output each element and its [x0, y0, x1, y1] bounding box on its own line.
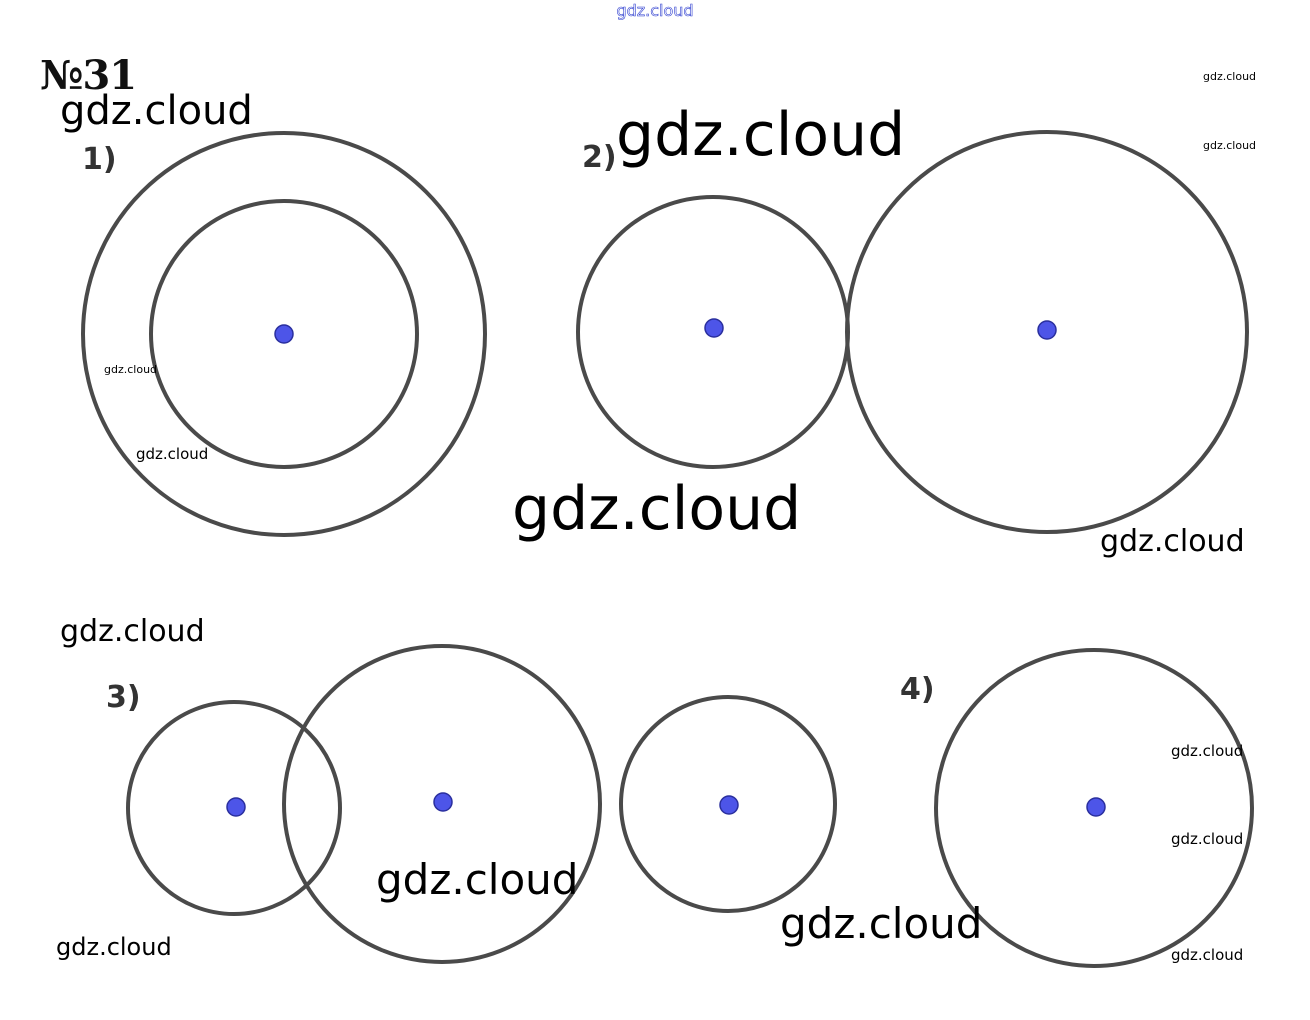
part2-small-center-point — [704, 318, 724, 338]
watermark: gdz.cloud — [376, 855, 579, 904]
part-label-2: 2) — [582, 140, 617, 175]
part3-large-center-point — [433, 792, 453, 812]
part4-small-center-point — [719, 795, 739, 815]
part3-small-circle — [126, 700, 342, 916]
watermark: gdz.cloud — [1203, 70, 1257, 83]
watermark: gdz.cloud — [616, 100, 906, 170]
watermark: gdz.cloud — [136, 445, 209, 463]
watermark: gdz.cloud — [1171, 742, 1244, 760]
watermark: gdz.cloud — [780, 899, 983, 948]
part4-small-circle — [619, 695, 837, 913]
watermark: gdz.cloud — [1171, 830, 1244, 848]
part1-inner-circle — [149, 199, 419, 469]
watermark: gdz.cloud — [60, 614, 205, 649]
watermark: gdz.cloud — [60, 88, 253, 134]
problem-number: №31 — [40, 52, 137, 99]
part4-large-circle — [934, 648, 1254, 968]
watermark: gdz.cloud — [1203, 139, 1257, 152]
part-label-4: 4) — [900, 672, 935, 707]
part1-outer-circle — [81, 131, 487, 537]
part3-large-circle — [282, 644, 602, 964]
part-label-3: 3) — [106, 680, 141, 715]
part3-small-center-point — [226, 797, 246, 817]
watermark: gdz.cloud — [1171, 946, 1244, 964]
header-watermark: gdz.cloud — [616, 1, 694, 21]
part2-large-center-point — [1037, 320, 1057, 340]
part-label-1: 1) — [82, 142, 117, 177]
part2-large-circle — [845, 130, 1249, 534]
watermark: gdz.cloud — [56, 933, 172, 961]
part1-center-point — [274, 324, 294, 344]
part4-large-center-point — [1086, 797, 1106, 817]
watermark: gdz.cloud — [104, 363, 158, 376]
watermark: gdz.cloud — [512, 474, 802, 544]
watermark: gdz.cloud — [1100, 524, 1245, 559]
